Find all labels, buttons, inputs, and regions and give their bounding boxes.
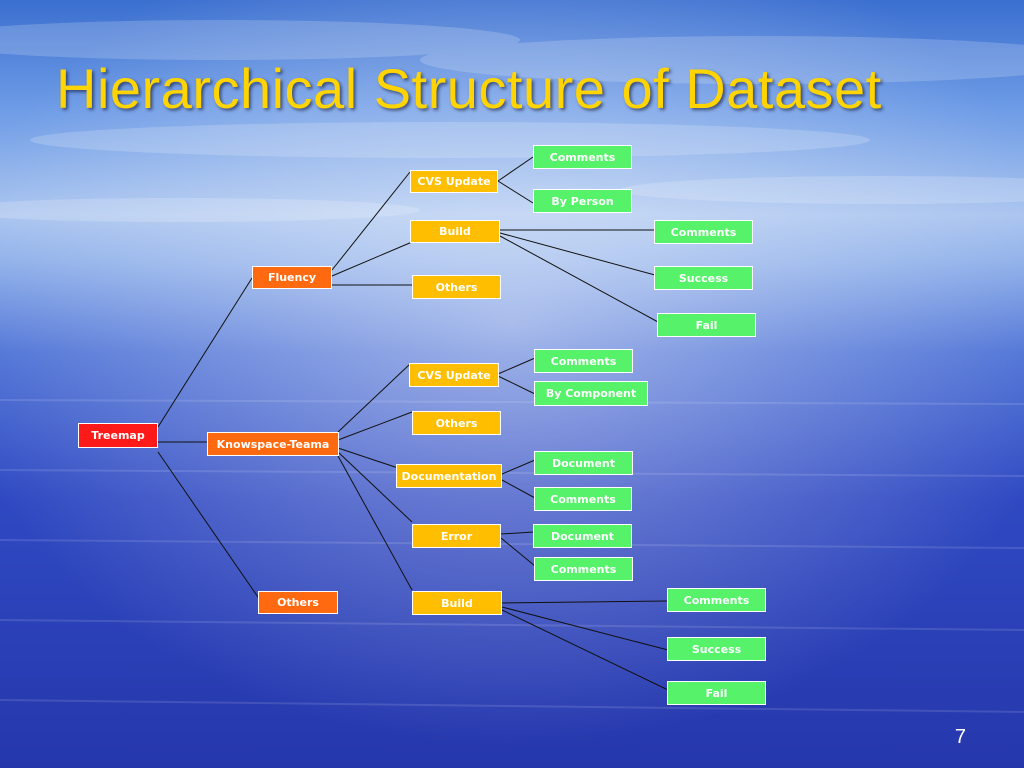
edge-fluency-build (331, 241, 413, 277)
node-fluency-cvs-update: CVS Update (410, 170, 498, 193)
node-fluency-build-comments: Comments (654, 220, 753, 244)
edge-kdoc-document (501, 459, 536, 475)
edge-kdoc-comments (501, 479, 536, 499)
edge-fcvs-comments (497, 156, 534, 182)
edge-kerror-document (500, 531, 535, 535)
edge-knowspace-build (337, 455, 413, 591)
edge-fluency-cvs (331, 171, 411, 271)
edge-fcvs-byperson (497, 180, 534, 204)
node-fluency-build-fail: Fail (657, 313, 756, 337)
node-fluency-cvs-comments: Comments (533, 145, 632, 169)
edge-kbuild-success (501, 606, 669, 651)
edge-kcvs-comments (497, 357, 536, 375)
node-knowspace-error-document: Document (533, 524, 632, 548)
edge-treemap-others (157, 451, 261, 601)
page-number: 7 (954, 726, 966, 748)
edge-kbuild-comments (501, 600, 669, 604)
node-knowspace-build-fail: Fail (667, 681, 766, 705)
node-fluency-cvs-by-person: By Person (533, 189, 632, 213)
node-knowspace-teama: Knowspace-Teama (207, 432, 339, 456)
node-knowspace-error-comments: Comments (534, 557, 633, 581)
edge-kcvs-bycomponent (497, 375, 536, 395)
node-treemap: Treemap (78, 423, 158, 448)
edge-treemap-fluency (157, 277, 253, 428)
node-fluency: Fluency (252, 266, 332, 289)
edge-knowspace-doc (337, 447, 399, 469)
edge-fbuild-success (499, 232, 656, 276)
edge-fbuild-fail (499, 235, 659, 323)
node-knowspace-documentation: Documentation (396, 464, 502, 488)
node-knowspace-cvs-by-component: By Component (534, 381, 648, 406)
node-knowspace-doc-document: Document (534, 451, 633, 475)
node-knowspace-cvs-comments: Comments (534, 349, 633, 373)
edge-knowspace-cvs (337, 363, 411, 433)
node-knowspace-cvs-update: CVS Update (409, 363, 499, 387)
node-fluency-others: Others (412, 275, 501, 299)
node-knowspace-build-comments: Comments (667, 588, 766, 612)
slide-title: Hierarchical Structure of Dataset (56, 57, 882, 120)
node-fluency-build: Build (410, 220, 500, 243)
edge-knowspace-others (337, 411, 413, 441)
node-knowspace-doc-comments: Comments (534, 487, 632, 511)
node-knowspace-error: Error (412, 524, 501, 548)
node-knowspace-build-success: Success (667, 637, 766, 661)
node-knowspace-build: Build (412, 591, 502, 615)
node-others-level1: Others (258, 591, 338, 614)
node-knowspace-others: Others (412, 411, 501, 435)
edge-knowspace-error (337, 451, 413, 523)
edge-kbuild-fail (501, 609, 669, 691)
edge-kerror-comments (500, 537, 536, 567)
node-fluency-build-success: Success (654, 266, 753, 290)
